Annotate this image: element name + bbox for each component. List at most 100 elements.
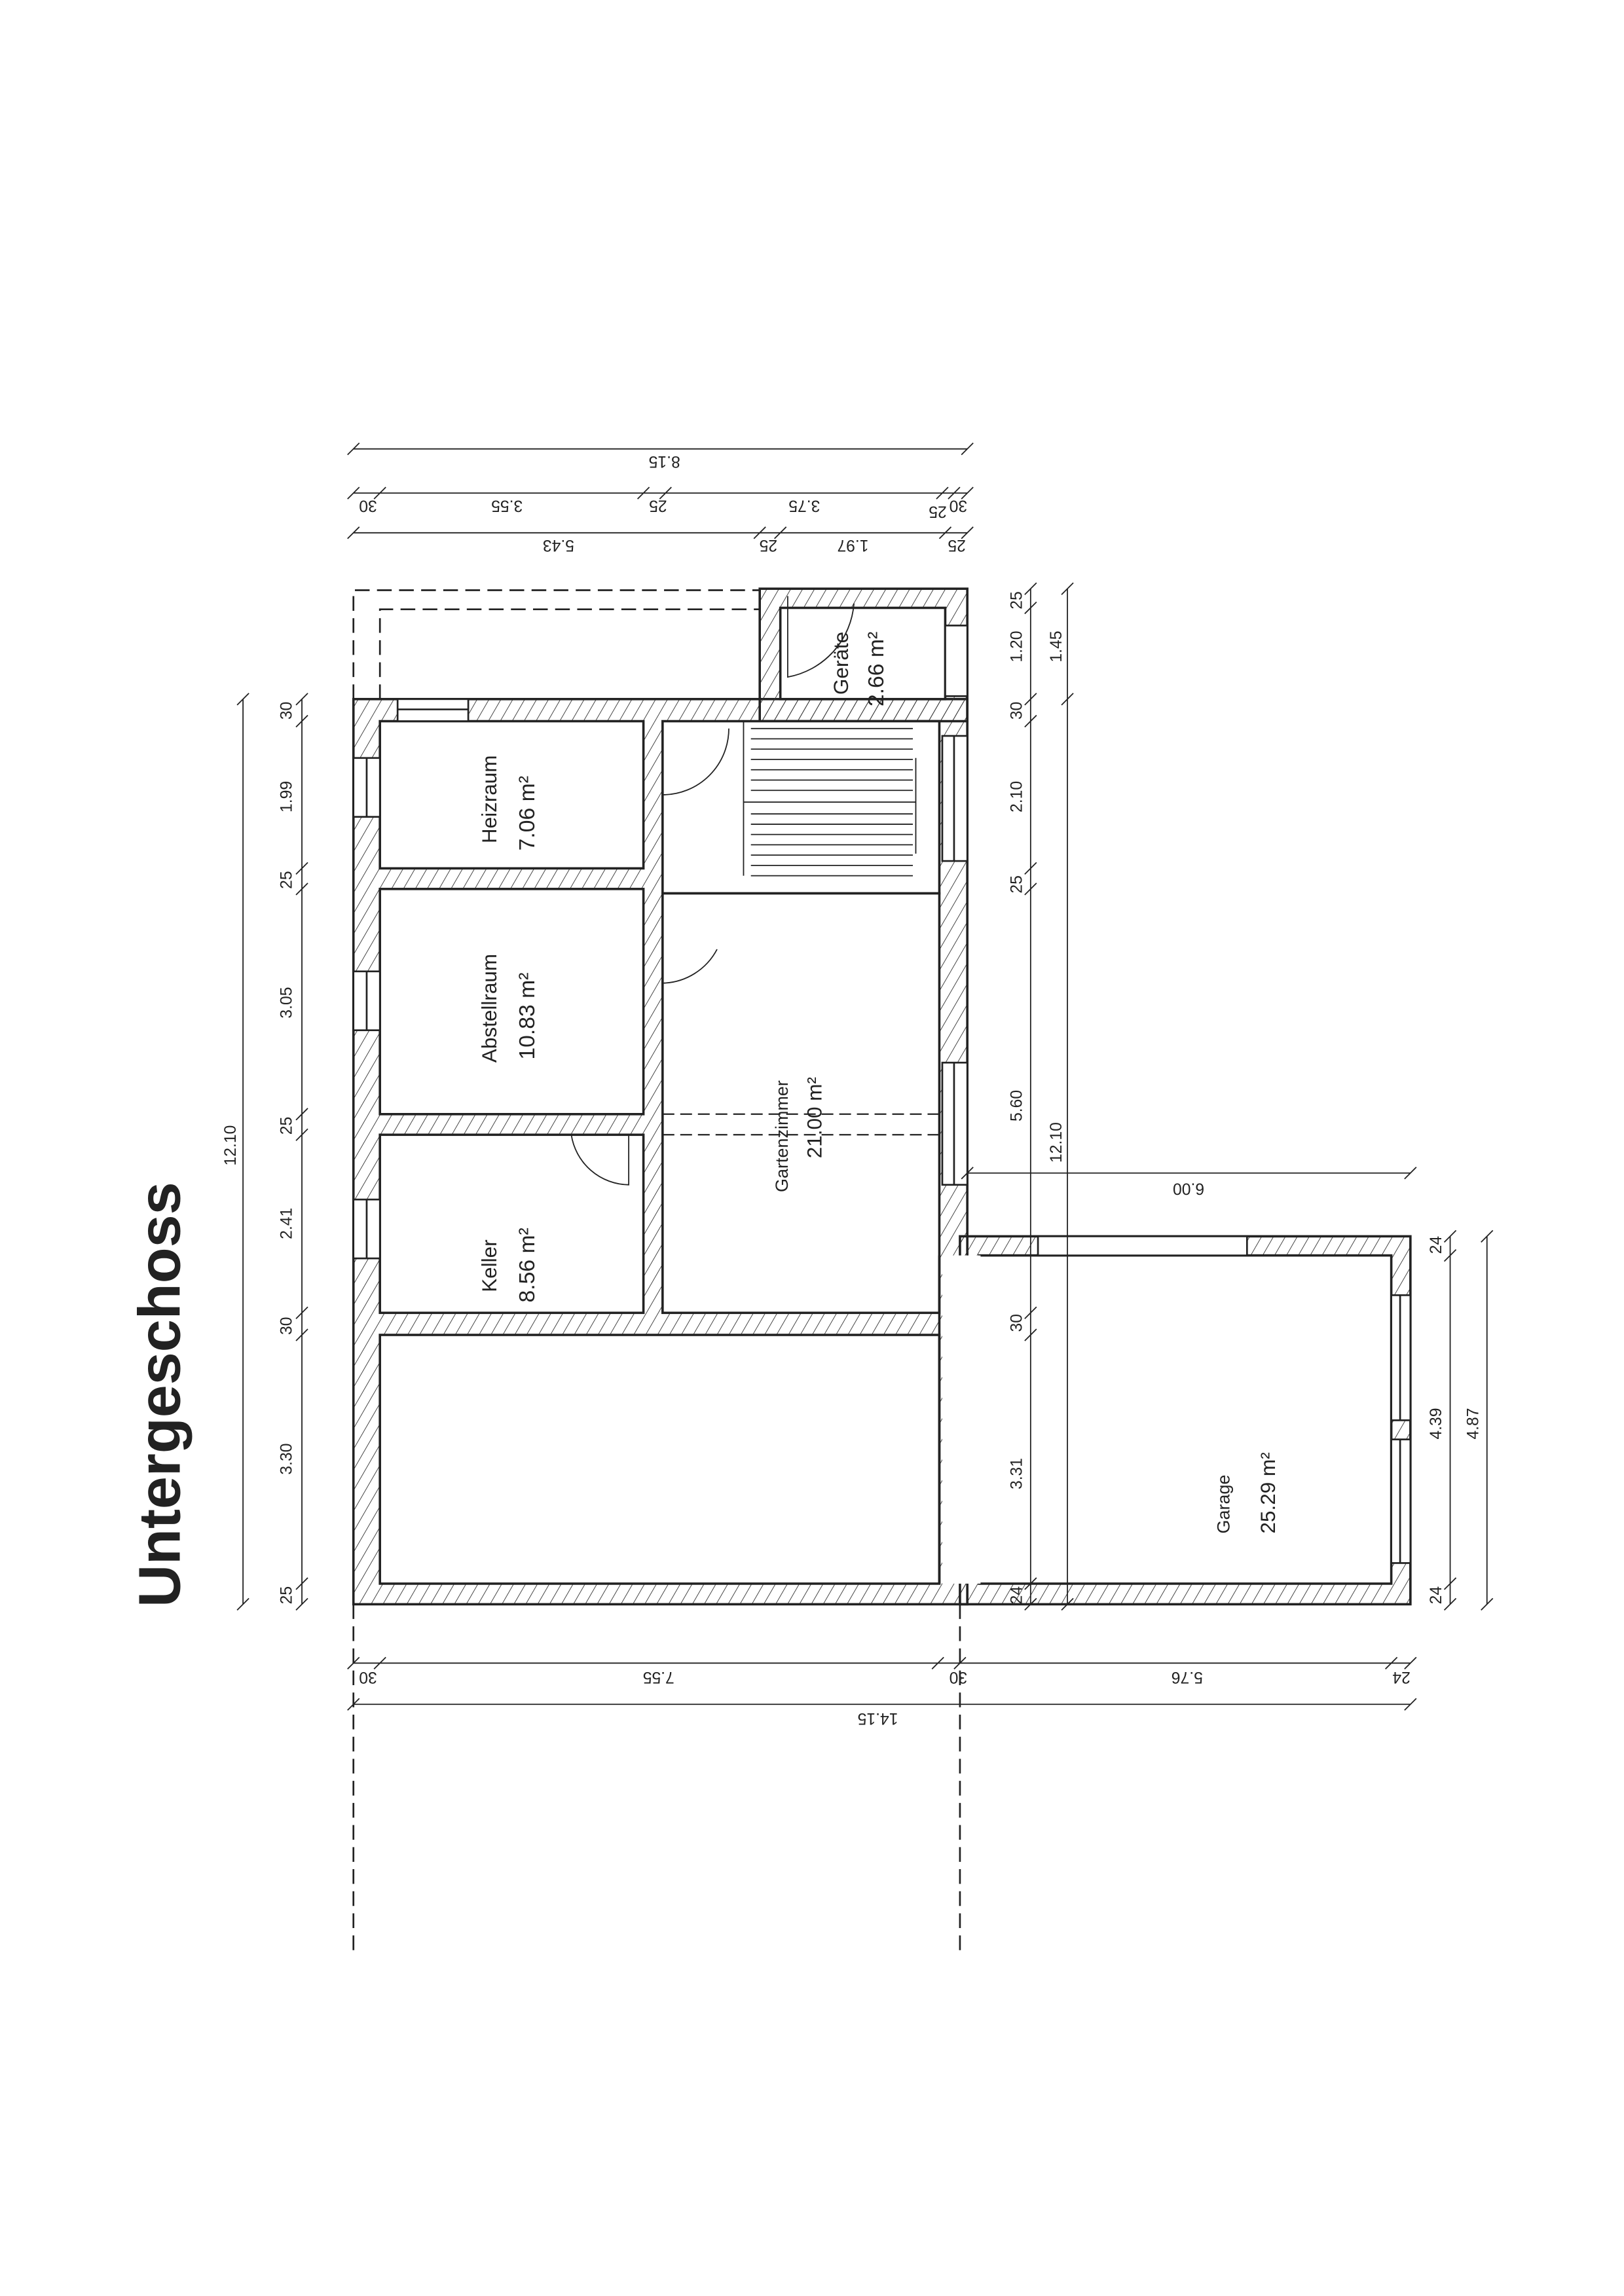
- dim-top-row2: 5.43: [543, 536, 574, 554]
- dimension-tick: [1024, 1597, 1037, 1611]
- stairwell: [661, 720, 941, 895]
- dimension-tick: [295, 883, 308, 896]
- dim-top-row1: 30: [359, 496, 377, 514]
- room-area-garage: 25.29 m²: [1257, 1452, 1280, 1533]
- dimension-tick: [1443, 1248, 1457, 1262]
- dimension-tick: [295, 1328, 308, 1341]
- dim-right: 30: [1008, 1314, 1025, 1332]
- dimension-tick: [1384, 1656, 1398, 1669]
- dimension-tick: [948, 486, 961, 500]
- plan-title: Untergeschoss: [127, 1182, 193, 1607]
- room-name-heizraum: Heizraum: [478, 755, 501, 843]
- dim-garage-right: 24: [1428, 1586, 1445, 1605]
- dimension-tick: [1024, 883, 1037, 896]
- dim-right: 2.10: [1008, 781, 1025, 812]
- dim-top-row1: 25: [649, 496, 667, 514]
- room-garage: [978, 1254, 1393, 1585]
- dim-right: 1.20: [1008, 631, 1025, 663]
- dimension-tick: [1061, 1597, 1074, 1611]
- room-name-gartenzimmer: Gartenzimmer: [772, 1080, 792, 1192]
- dim-top-row2: 1.97: [837, 536, 868, 554]
- door-swings: [570, 596, 855, 1186]
- terrace-outline: [352, 589, 961, 1950]
- dimension-tick: [373, 1656, 386, 1669]
- dimension-tick: [1404, 1698, 1417, 1711]
- dim-left: 3.30: [278, 1443, 295, 1474]
- dimension-tick: [347, 443, 360, 456]
- dim-left-total: 12.10: [222, 1125, 240, 1166]
- room-name-abstellraum: Abstellraum: [478, 954, 501, 1063]
- dimension-lines: [236, 443, 1494, 1711]
- garage-door-opening: [1037, 1235, 1248, 1256]
- dim-bottom: 5.76: [1172, 1668, 1203, 1686]
- dimension-tick: [1061, 693, 1074, 706]
- dim-left: 30: [278, 1317, 295, 1336]
- dim-right: 24: [1008, 1586, 1025, 1605]
- dimension-tick: [1404, 1167, 1417, 1180]
- dimension-tick: [1024, 1306, 1037, 1319]
- room-heizraum: [378, 720, 645, 870]
- dimension-tick: [1024, 714, 1037, 728]
- dimension-tick: [295, 1108, 308, 1121]
- dimension-tick: [236, 1597, 249, 1611]
- dimension-tick: [347, 486, 360, 500]
- dimension-tick: [347, 1698, 360, 1711]
- dim-top-row1: 3.75: [788, 496, 820, 514]
- dimension-tick: [236, 693, 249, 706]
- dim-bottom-total: 14.15: [858, 1709, 898, 1727]
- dim-top-total: 8.15: [649, 452, 680, 470]
- dim-left: 25: [278, 1586, 295, 1605]
- dimension-tick: [295, 1597, 308, 1611]
- dimension-tick: [953, 1656, 967, 1669]
- dim-left: 3.05: [278, 987, 295, 1019]
- dimension-tick: [1024, 1328, 1037, 1341]
- dim-top-row1: 3.55: [491, 496, 523, 514]
- dim-left: 2.41: [278, 1208, 295, 1239]
- dim-left: 25: [278, 871, 295, 889]
- dim-left: 1.99: [278, 781, 295, 812]
- dim-bottom: 30: [359, 1668, 377, 1686]
- dimension-tick: [753, 526, 766, 539]
- dimension-tick: [1404, 1656, 1417, 1669]
- dim-left: 30: [278, 702, 295, 720]
- dimension-tick: [961, 526, 974, 539]
- dimension-tick: [295, 1577, 308, 1590]
- room-area-heizraum: 7.06 m²: [515, 776, 540, 850]
- room-keller: [378, 1133, 645, 1315]
- dimension-tick: [1024, 601, 1037, 615]
- room-name-garage: Garage: [1213, 1475, 1233, 1534]
- windows: [352, 625, 1412, 1564]
- stairs: [743, 721, 917, 877]
- dim-top-row1: 25: [929, 502, 947, 520]
- dimension-tick: [938, 526, 952, 539]
- dim-right: 5.60: [1008, 1090, 1025, 1121]
- dim-garage-right: 24: [1428, 1236, 1445, 1254]
- dimension-tick: [295, 1128, 308, 1141]
- dimension-tick: [295, 862, 308, 875]
- dim-left: 25: [278, 1117, 295, 1135]
- dim-top-row1: 30: [950, 496, 968, 514]
- dimension-tick: [373, 486, 386, 500]
- dimension-tick: [1024, 1577, 1037, 1590]
- dimension-tick: [1481, 1597, 1494, 1611]
- dim-top-row2: 25: [760, 536, 778, 554]
- dimension-tick: [659, 486, 672, 500]
- dimension-tick: [936, 486, 949, 500]
- room-area-abstellraum: 10.83 m²: [515, 973, 540, 1060]
- dimension-tick: [931, 1656, 944, 1669]
- dimension-tick: [1024, 582, 1037, 595]
- dim-top-row2: 25: [948, 536, 966, 554]
- room-area-geraete: 2.66 m²: [864, 632, 889, 706]
- dimension-tick: [347, 1656, 360, 1669]
- dimension-tick: [1443, 1597, 1457, 1611]
- room-area-gartenzimmer: 21.00 m²: [803, 1077, 826, 1158]
- dim-bottom: 30: [950, 1668, 968, 1686]
- dimension-tick: [1024, 693, 1037, 706]
- dim-right: 25: [1008, 591, 1025, 610]
- dim-right: 25: [1008, 875, 1025, 893]
- dim-right: 3.31: [1008, 1458, 1025, 1489]
- room-area-keller: 8.56 m²: [515, 1228, 540, 1302]
- dim-bottom: 7.55: [643, 1668, 674, 1686]
- dimension-tick: [1443, 1577, 1457, 1590]
